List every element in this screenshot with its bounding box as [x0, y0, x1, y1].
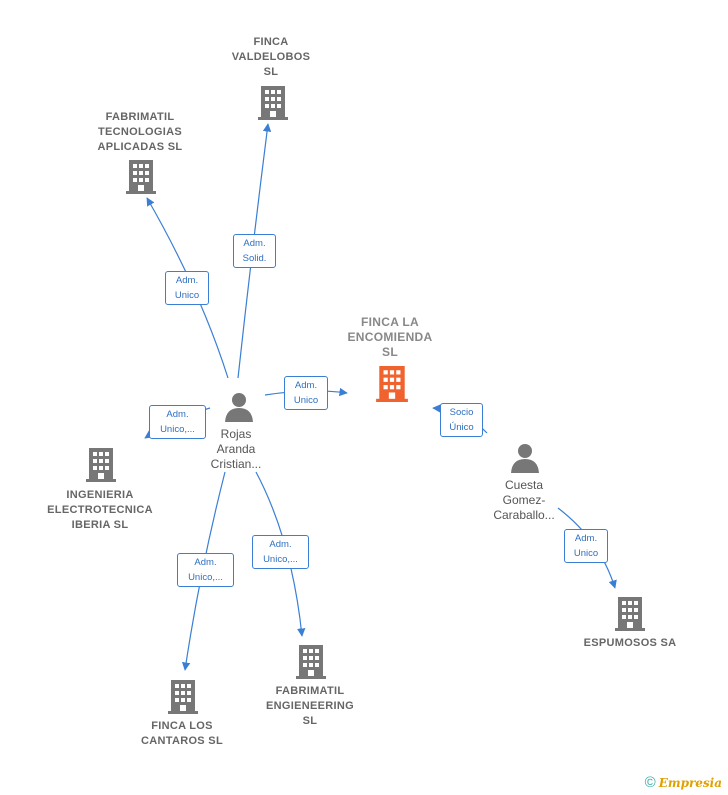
edge-label-line: Unico,...: [263, 554, 298, 565]
edge-label-line: Unico: [174, 290, 200, 301]
company-name-line: FABRIMATIL: [275, 685, 345, 697]
copyright-icon: ©: [644, 774, 656, 791]
company-name-line: VALDELOBOS: [231, 51, 311, 63]
person-icon: [511, 444, 539, 473]
company-name-line: ESPUMOSOS SA: [583, 637, 677, 649]
company-name-line: ENGIENEERING: [266, 700, 354, 712]
edge-label-line: Socio: [449, 407, 474, 418]
edge-label-adm-unico-fabrimatil: Adm. Unico: [165, 271, 209, 305]
person-name-line: Rojas: [220, 427, 252, 441]
company-name-line: ENCOMIENDA: [347, 330, 433, 344]
edge-label-line: Adm.: [194, 557, 217, 568]
company-name-line: ELECTROTECNICA: [47, 504, 153, 516]
edge-label-line: Unico,...: [160, 424, 195, 435]
brand-logo: Empresia: [658, 776, 722, 790]
company-name-line: APLICADAS SL: [97, 141, 183, 153]
company-fabrimatil-tecnologias[interactable]: FABRIMATIL TECNOLOGIAS APLICADAS SL: [79, 110, 201, 155]
company-ingenieria-electrotecnica[interactable]: INGENIERIA ELECTROTECNICA IBERIA SL: [36, 488, 164, 533]
building-icon: [296, 645, 326, 679]
copyright: ©Empresia: [645, 774, 722, 791]
person-name-line: Cristian...: [210, 457, 262, 471]
building-icon: [615, 597, 645, 631]
company-name-line: IBERIA SL: [71, 519, 129, 531]
person-name-line: Cuesta: [504, 478, 544, 492]
company-name-line: FINCA: [253, 36, 289, 48]
edge-label-adm-unico-engineering: Adm. Unico,...: [252, 535, 309, 569]
company-name-line: SL: [302, 715, 318, 727]
person-cuesta-gomez[interactable]: Cuesta Gomez- Caraballo...: [474, 478, 574, 523]
company-name-line: SL: [382, 345, 398, 359]
company-name-line: FABRIMATIL: [105, 111, 175, 123]
edge-label-line: Adm.: [166, 409, 189, 420]
edge-label-line: Adm.: [574, 533, 598, 544]
person-rojas-aranda[interactable]: Rojas Aranda Cristian...: [186, 427, 286, 472]
person-icon: [225, 393, 253, 422]
company-name-line: FINCA LA: [361, 315, 419, 329]
edge-label-line: Adm.: [175, 275, 199, 286]
building-icon: [86, 448, 116, 482]
building-icon: [168, 680, 198, 714]
company-name-line: INGENIERIA: [66, 489, 134, 501]
edge-label-line: Adm.: [269, 539, 292, 550]
edge-label-line: Solid.: [242, 253, 267, 264]
building-icon-focus: [376, 366, 408, 402]
building-icon: [126, 160, 156, 194]
edge-label-socio-unico: Socio Único: [440, 403, 483, 437]
edge-label-line: Unico,...: [188, 572, 223, 583]
edge-label-line: Único: [449, 422, 474, 433]
company-finca-valdelobos[interactable]: FINCA VALDELOBOS SL: [211, 35, 331, 80]
company-name-line: SL: [263, 66, 279, 78]
company-finca-la-encomienda[interactable]: FINCA LA ENCOMIENDA SL: [330, 315, 450, 360]
edge-label-line: Adm.: [294, 380, 318, 391]
person-name-line: Gomez-: [502, 493, 546, 507]
building-icon: [258, 86, 288, 120]
company-fabrimatil-engineering[interactable]: FABRIMATIL ENGIENEERING SL: [250, 684, 370, 729]
edge-label-line: Unico: [573, 548, 599, 559]
edge-label-adm-solid: Adm. Solid.: [233, 234, 276, 268]
company-name-line: FINCA LOS: [151, 720, 213, 732]
edge-label-adm-unico-encomienda: Adm. Unico: [284, 376, 328, 410]
edge-label-line: Adm.: [243, 238, 266, 249]
company-name-line: TECNOLOGIAS: [98, 126, 182, 138]
edge-label-line: Unico: [293, 395, 319, 406]
edge-label-adm-unico-espumosos: Adm. Unico: [564, 529, 608, 563]
company-espumosos[interactable]: ESPUMOSOS SA: [570, 636, 690, 651]
person-name-line: Aranda: [216, 442, 256, 456]
person-name-line: Caraballo...: [493, 508, 555, 522]
company-finca-los-cantaros[interactable]: FINCA LOS CANTAROS SL: [122, 719, 242, 749]
edge-label-adm-unico-cantaros: Adm. Unico,...: [177, 553, 234, 587]
edge-label-adm-unico-ingenieria: Adm. Unico,...: [149, 405, 206, 439]
company-name-line: CANTAROS SL: [141, 735, 223, 747]
